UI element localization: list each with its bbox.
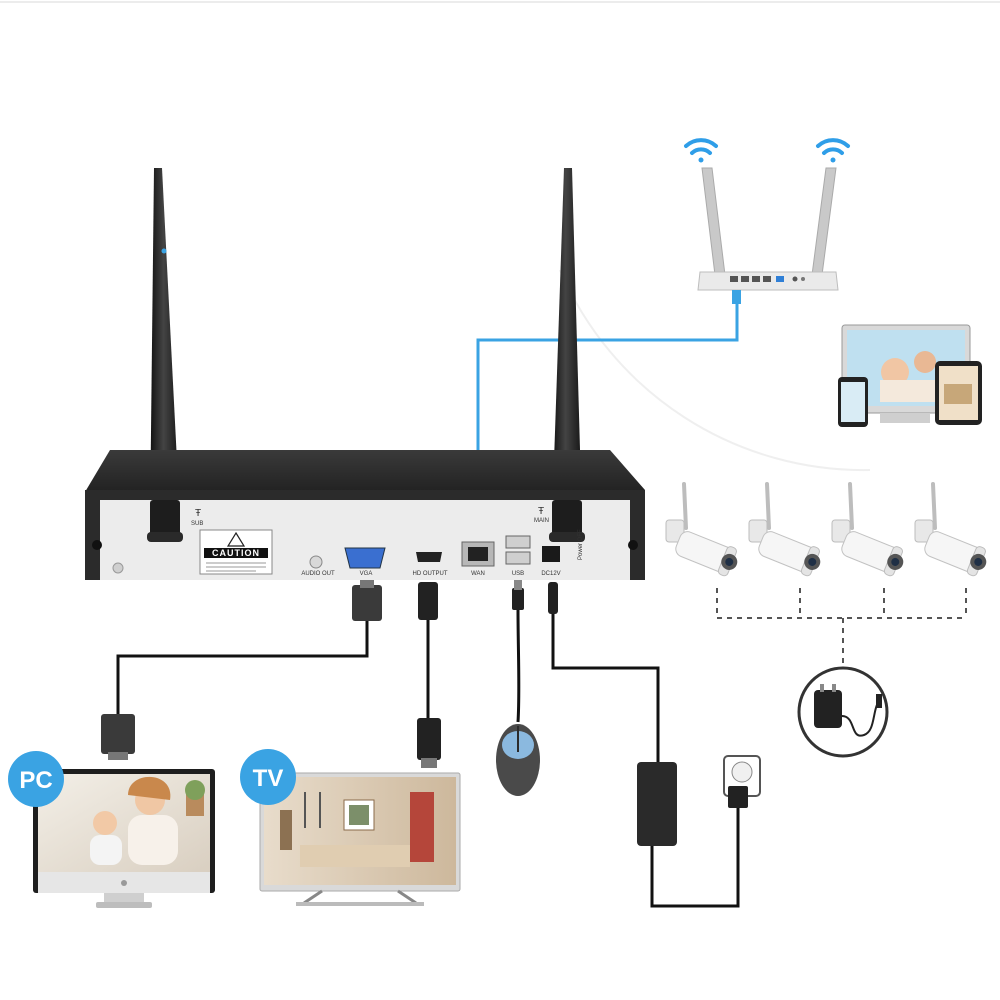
background-arc [559, 269, 871, 472]
wifi-camera [748, 482, 821, 577]
remote-viewing-devices [838, 324, 982, 427]
router-ethernet-plug [732, 290, 741, 304]
power-cable [548, 582, 761, 908]
port-label-power-switch: Power OFF [578, 529, 584, 560]
wan-port [461, 541, 495, 567]
antenna-label-sub: SUB [191, 521, 203, 527]
port-label-power: DC12V [541, 571, 560, 577]
pc-badge: PC [8, 751, 64, 807]
tv-badge-label: TV [253, 765, 284, 792]
vga-cable [101, 580, 382, 760]
router-ports [730, 276, 805, 282]
power-port [542, 546, 560, 562]
nvr-antenna-left [150, 168, 180, 520]
nvr-top-panel [85, 450, 645, 492]
antenna-symbol-left: Ŧ [195, 508, 201, 519]
usb-port-2 [505, 551, 531, 565]
port-label-hdmi: HD OUTPUT [413, 571, 448, 577]
power-brick [637, 762, 677, 846]
network-cable [476, 304, 739, 512]
remote-monitor-stand [880, 413, 930, 423]
vga-port [344, 547, 386, 569]
port-label-vga: VGA [360, 571, 373, 577]
nvr-antenna-right [552, 168, 582, 520]
wifi-icon-right [816, 138, 850, 163]
port-label-usb: USB [512, 571, 524, 577]
hdmi-cable [417, 582, 441, 768]
hdmi-port [416, 552, 442, 562]
usb-mouse [496, 580, 540, 796]
wifi-icon-left [684, 138, 718, 163]
pc-badge-label: PC [19, 767, 52, 794]
wifi-camera [665, 482, 738, 577]
tv-badge: TV [240, 749, 296, 805]
antenna-symbol-right: Ŧ [538, 506, 544, 517]
pc-monitor [33, 769, 215, 908]
camera-power-wiring [716, 588, 967, 668]
wifi-camera [831, 482, 904, 577]
caution-sticker: CAUTION [199, 529, 273, 575]
tv [259, 772, 461, 906]
audio-out-port [309, 555, 323, 569]
port-label-wan: WAN [471, 571, 485, 577]
wifi-router [684, 138, 850, 304]
caution-label: CAUTION [212, 548, 260, 558]
pc-screen [38, 774, 210, 872]
wifi-camera [914, 482, 987, 577]
wall-plug [728, 786, 748, 808]
router-antenna-right [811, 167, 837, 276]
camera-power-adapter [797, 666, 889, 758]
camera-group [665, 482, 987, 577]
port-label-audio-out: AUDIO OUT [301, 571, 335, 577]
usb-port-1 [505, 535, 531, 549]
router-antenna-left [701, 167, 726, 276]
antenna-label-main: MAIN [534, 518, 549, 524]
pc-stand [104, 893, 144, 903]
nvr-recorder: SUB MAIN Ŧ Ŧ CAUTION AUDIO OUT VGA HD OU… [85, 168, 645, 580]
